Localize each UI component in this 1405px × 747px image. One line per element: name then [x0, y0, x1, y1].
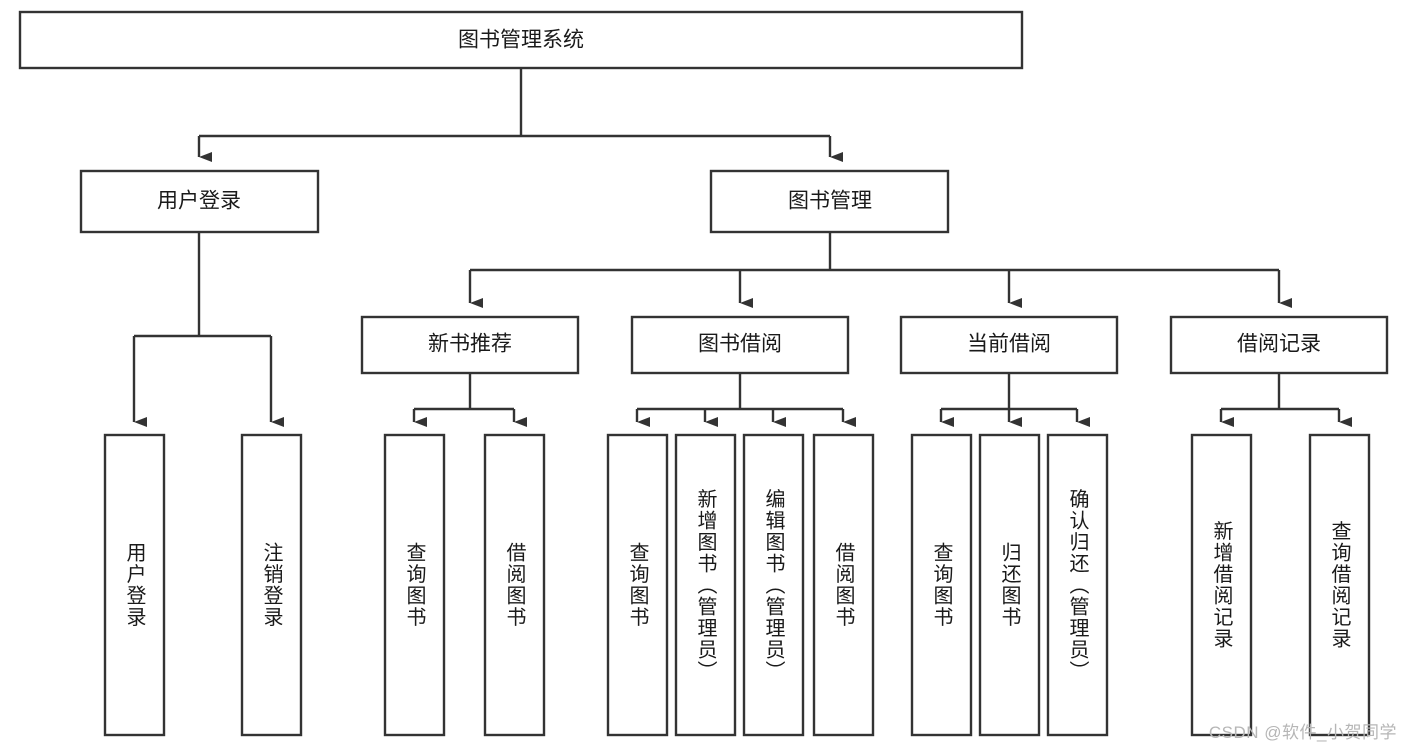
leaf-new-book-borrow[interactable]: 借阅图书 [483, 433, 546, 737]
node-root-label: 图书管理系统 [458, 29, 584, 52]
node-new-book-recommend[interactable]: 新书推荐 [360, 315, 580, 375]
leaf-borrow-borrow-book-box[interactable] [812, 433, 875, 737]
leaf-borrow-borrow-book-label: 借阅图书 [832, 542, 855, 628]
leaf-borrow-edit-book-label: 编辑图书（管理员） [762, 488, 785, 682]
node-user-login-box[interactable] [79, 169, 320, 234]
leaf-new-book-query[interactable]: 查询图书 [383, 433, 446, 737]
node-current-borrow-label: 当前借阅 [967, 333, 1051, 356]
leaf-record-query-box[interactable] [1308, 433, 1371, 737]
leaf-borrow-add-book-box[interactable] [674, 433, 737, 737]
node-root-system[interactable]: 图书管理系统 [18, 10, 1024, 70]
node-root-box[interactable] [18, 10, 1024, 70]
leaf-user-login-logout[interactable]: 注销登录 [240, 433, 303, 737]
leaf-current-confirm-return-label: 确认归还（管理员） [1066, 488, 1089, 682]
leaf-borrow-query-book-label: 查询图书 [626, 542, 649, 628]
leaf-borrow-borrow-book[interactable]: 借阅图书 [812, 433, 875, 737]
leaf-record-add[interactable]: 新增借阅记录 [1190, 433, 1253, 737]
leaf-new-book-borrow-box[interactable] [483, 433, 546, 737]
node-borrow-record[interactable]: 借阅记录 [1169, 315, 1389, 375]
node-user-login-label: 用户登录 [157, 190, 241, 213]
leaf-user-login-login-label: 用户登录 [123, 542, 146, 628]
leaf-borrow-edit-book[interactable]: 编辑图书（管理员） [742, 433, 805, 737]
node-book-manage-label: 图书管理 [788, 190, 872, 213]
node-new-book-recommend-box[interactable] [360, 315, 580, 375]
node-new-book-recommend-label: 新书推荐 [428, 333, 512, 356]
leaf-record-add-label: 新增借阅记录 [1210, 520, 1233, 649]
leaf-user-login-login-box[interactable] [103, 433, 166, 737]
node-book-borrow[interactable]: 图书借阅 [630, 315, 850, 375]
leaf-user-login-logout-label: 注销登录 [260, 542, 283, 628]
leaf-current-return-book[interactable]: 归还图书 [978, 433, 1041, 737]
leaf-current-return-book-label: 归还图书 [998, 542, 1021, 628]
leaf-current-confirm-return[interactable]: 确认归还（管理员） [1046, 433, 1109, 737]
leaf-record-query[interactable]: 查询借阅记录 [1308, 433, 1371, 737]
leaf-user-login-logout-box[interactable] [240, 433, 303, 737]
leaf-new-book-query-box[interactable] [383, 433, 446, 737]
leaf-borrow-query-book[interactable]: 查询图书 [606, 433, 669, 737]
leaf-current-confirm-return-box[interactable] [1046, 433, 1109, 737]
node-book-borrow-box[interactable] [630, 315, 850, 375]
leaf-borrow-edit-book-box[interactable] [742, 433, 805, 737]
node-borrow-record-label: 借阅记录 [1237, 333, 1321, 356]
leaf-new-book-borrow-label: 借阅图书 [503, 542, 526, 628]
leaf-borrow-add-book-label: 新增图书（管理员） [694, 488, 717, 682]
leaf-record-add-box[interactable] [1190, 433, 1253, 737]
leaf-record-query-label: 查询借阅记录 [1328, 520, 1351, 649]
node-current-borrow[interactable]: 当前借阅 [899, 315, 1119, 375]
leaf-new-book-query-label: 查询图书 [403, 542, 426, 628]
leaf-borrow-query-book-box[interactable] [606, 433, 669, 737]
leaf-borrow-add-book[interactable]: 新增图书（管理员） [674, 433, 737, 737]
node-book-manage-box[interactable] [709, 169, 950, 234]
node-borrow-record-box[interactable] [1169, 315, 1389, 375]
connector-layer [132, 68, 1352, 427]
leaf-current-query-book-box[interactable] [910, 433, 973, 737]
node-current-borrow-box[interactable] [899, 315, 1119, 375]
leaf-current-query-book[interactable]: 查询图书 [910, 433, 973, 737]
leaf-current-return-book-box[interactable] [978, 433, 1041, 737]
node-book-borrow-label: 图书借阅 [698, 333, 782, 356]
node-book-manage[interactable]: 图书管理 [709, 169, 950, 234]
leaf-current-query-book-label: 查询图书 [930, 542, 953, 628]
leaf-user-login-login[interactable]: 用户登录 [103, 433, 166, 737]
node-user-login[interactable]: 用户登录 [79, 169, 320, 234]
